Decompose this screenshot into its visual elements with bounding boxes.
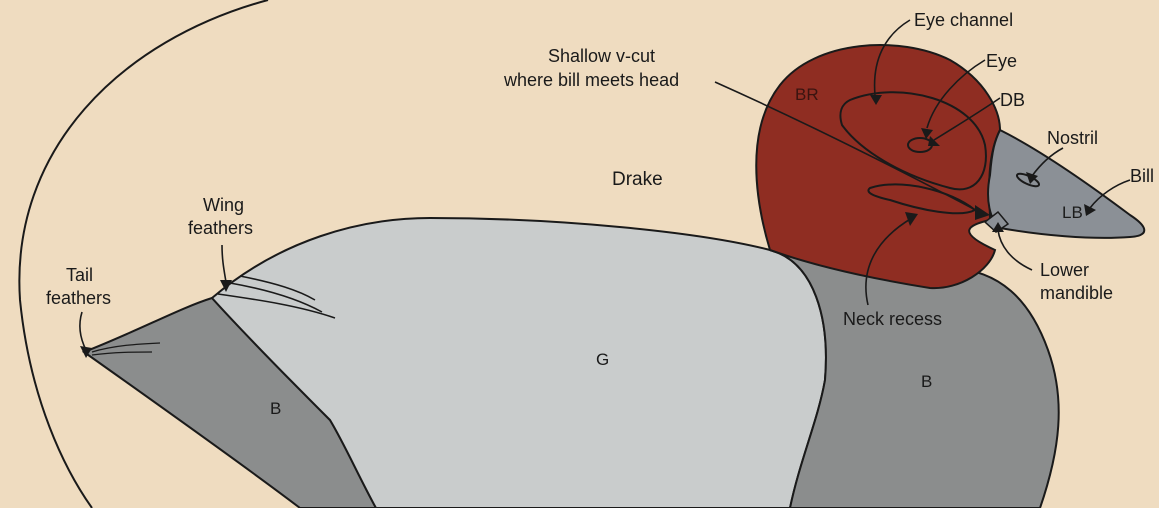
label-lower-mandible: Lower bbox=[1040, 260, 1089, 280]
label-eye: Eye bbox=[986, 51, 1017, 71]
label-eye-channel: Eye channel bbox=[914, 10, 1013, 30]
region-br: BR bbox=[795, 85, 819, 104]
drake-title: Drake bbox=[612, 169, 663, 190]
region-b-breast: B bbox=[921, 372, 932, 391]
head-brown-region bbox=[756, 45, 1000, 288]
label-neck-recess: Neck recess bbox=[843, 309, 942, 329]
label-tail-feathers-2: feathers bbox=[46, 288, 111, 308]
label-bill: Bill bbox=[1130, 166, 1154, 186]
label-nostril: Nostril bbox=[1047, 128, 1098, 148]
label-wing-feathers-2: feathers bbox=[188, 218, 253, 238]
region-b-tail: B bbox=[270, 399, 281, 418]
label-shallow-vcut-2: where bill meets head bbox=[503, 70, 679, 90]
label-shallow-vcut: Shallow v-cut bbox=[548, 46, 655, 66]
label-db: DB bbox=[1000, 90, 1025, 110]
region-lb: LB bbox=[1062, 203, 1083, 222]
label-tail-feathers: Tail bbox=[66, 265, 93, 285]
label-wing-feathers: Wing bbox=[203, 195, 244, 215]
label-lower-mandible-2: mandible bbox=[1040, 283, 1113, 303]
region-g: G bbox=[596, 350, 609, 369]
